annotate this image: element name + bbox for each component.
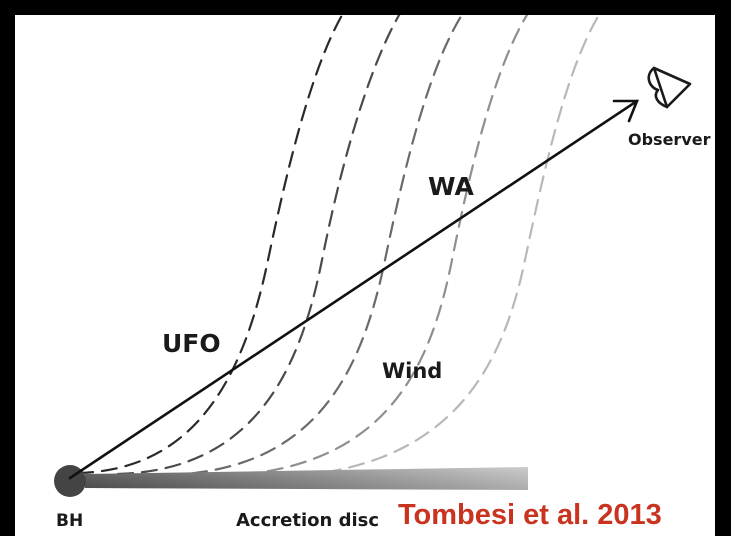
wind-label: Wind	[382, 359, 442, 383]
accretion-disc-label: Accretion disc	[236, 510, 379, 531]
wind-geometry-diagram: Observer WA UFO Wind BH Accretion disc T…	[54, 15, 711, 531]
observer-label: Observer	[628, 130, 711, 149]
streamline-4	[218, 15, 529, 478]
streamline-5	[276, 15, 601, 479]
streamline-1	[76, 15, 344, 475]
eye-icon	[647, 66, 692, 109]
wind-streamlines	[76, 15, 601, 479]
wa-label: WA	[428, 172, 474, 201]
diagram-panel: Observer WA UFO Wind BH Accretion disc T…	[15, 15, 715, 536]
citation-credit: Tombesi et al. 2013	[398, 499, 662, 531]
streamline-2	[116, 15, 401, 476]
bh-label: BH	[56, 511, 83, 531]
line-of-sight-arrow	[68, 99, 639, 480]
ufo-label: UFO	[162, 329, 221, 358]
accretion-disc	[85, 467, 528, 490]
